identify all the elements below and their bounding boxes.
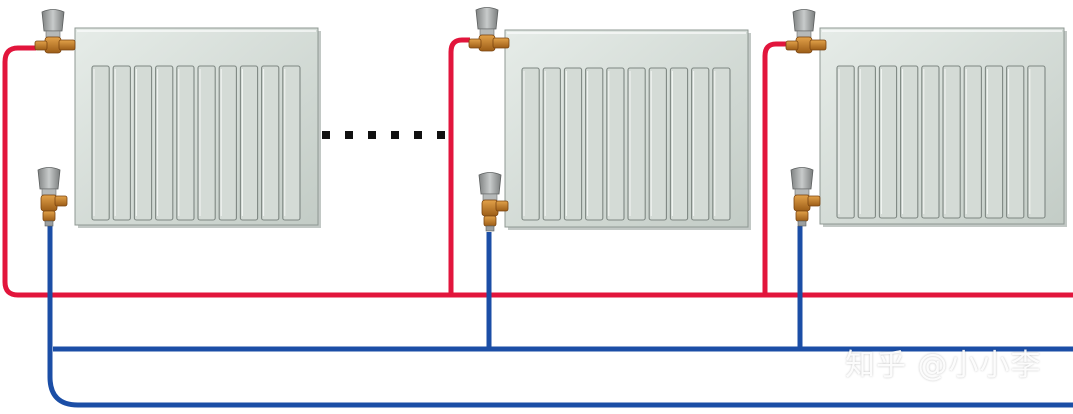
continuation-dot (345, 131, 353, 139)
radiator-fin (176, 65, 195, 221)
continuation-dot (322, 131, 330, 139)
thermostatic-valve-icon (468, 7, 510, 52)
radiator-fin (942, 65, 961, 219)
valve-inlet (34, 40, 48, 51)
radiator-fin (155, 65, 174, 221)
supply-riser-3 (762, 41, 786, 295)
radiator-fin (712, 67, 731, 221)
valve-inlet (468, 38, 482, 49)
radiator-fin (585, 67, 604, 221)
continuation-dots (322, 131, 445, 139)
valve-cap (792, 9, 816, 32)
valve-outlet (54, 195, 68, 207)
radiator-fin (836, 65, 855, 219)
valve-collar (794, 188, 810, 196)
return-valve-icon (37, 167, 68, 227)
radiator-3 (819, 27, 1067, 227)
valve-collar (482, 193, 498, 201)
radiator-fin (984, 65, 1004, 219)
radiator-fin (542, 67, 561, 221)
radiator-fin (91, 65, 110, 221)
thermostatic-valve-icon (785, 9, 827, 54)
radiator-fin (112, 65, 131, 221)
valve-group (34, 7, 827, 232)
radiator-1 (74, 27, 321, 228)
radiator-2 (504, 29, 751, 230)
radiator-body (504, 29, 749, 228)
valve-collar (41, 188, 57, 196)
radiator-fin (627, 67, 646, 221)
valve-inlet (785, 40, 799, 51)
radiator-fin (857, 65, 876, 219)
radiator-fin (218, 65, 237, 221)
valve-lower-body (42, 210, 56, 222)
supply-main-pipe (2, 45, 1073, 298)
radiator-fin (521, 67, 540, 221)
radiator-fin (878, 65, 898, 219)
valve-outlet (492, 37, 510, 49)
valve-nut (797, 220, 807, 227)
valve-outlet (809, 39, 827, 51)
radiator-fin (648, 67, 667, 221)
pipe-network (2, 37, 1073, 408)
radiator-fin (606, 67, 625, 221)
valve-cap (37, 167, 61, 190)
valve-nut (485, 225, 495, 232)
return-pipe-lower (47, 226, 1073, 408)
radiator-fin (669, 67, 689, 221)
radiator-group (74, 27, 1067, 230)
valve-cap (478, 172, 502, 195)
radiator-fin (1027, 65, 1046, 219)
valve-cap (790, 167, 814, 190)
valve-lower-body (795, 210, 809, 222)
supply-riser-2 (448, 37, 470, 295)
valve-cap (475, 7, 499, 30)
radiator-body (74, 27, 319, 226)
valve-nut (44, 220, 54, 227)
continuation-dot (437, 131, 445, 139)
radiator-fin (921, 65, 940, 219)
radiator-fin (197, 65, 216, 221)
valve-collar (45, 30, 61, 38)
radiator-fin (563, 67, 583, 221)
radiator-fin (239, 65, 259, 221)
continuation-dot (391, 131, 399, 139)
radiator-fin (282, 65, 301, 221)
watermark-text: 知乎 @小小李 (845, 348, 1042, 383)
radiator-fin (133, 65, 153, 221)
radiator-fin (261, 65, 280, 221)
return-valve-icon (790, 167, 821, 227)
return-valve-icon (478, 172, 509, 232)
valve-cap (41, 9, 65, 32)
valve-outlet (58, 39, 76, 51)
valve-collar (796, 30, 812, 38)
radiator-fin (691, 67, 710, 221)
radiator-fin (900, 65, 919, 219)
valve-collar (479, 28, 495, 36)
thermostatic-valve-icon (34, 9, 76, 54)
valve-outlet (495, 200, 509, 212)
continuation-dot (414, 131, 422, 139)
radiator-fin (1006, 65, 1025, 219)
radiator-fin (963, 65, 982, 219)
valve-outlet (807, 195, 821, 207)
continuation-dot (368, 131, 376, 139)
valve-lower-body (483, 215, 497, 227)
